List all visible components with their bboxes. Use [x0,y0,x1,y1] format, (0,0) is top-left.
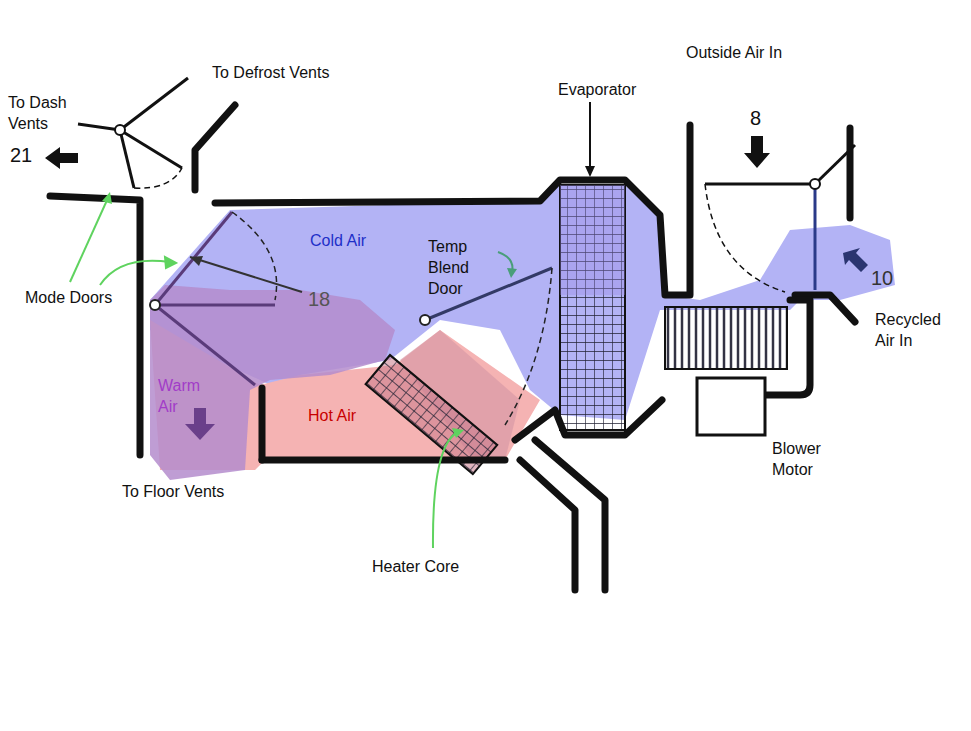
callout-number: 10 [871,266,893,290]
part-label: Blower Motor [772,438,834,480]
callout-number: 8 [750,106,761,130]
air-label: Hot Air [308,405,356,426]
vent-label: To Dash Vents [8,92,88,134]
callout-number: 21 [10,143,32,167]
inlet-label: Outside Air In [686,42,782,63]
air-label: Warm Air [158,375,208,417]
vent-label: To Defrost Vents [212,62,329,83]
air-label: Cold Air [310,230,366,251]
part-label: Heater Core [372,556,459,577]
part-label: Evaporator [558,79,636,100]
callout-number: 18 [308,287,330,311]
inlet-label: Recycled Air In [875,309,960,351]
vent-label: To Floor Vents [122,481,224,502]
part-label: Temp Blend Door [428,236,483,299]
part-label: Mode Doors [25,287,112,308]
